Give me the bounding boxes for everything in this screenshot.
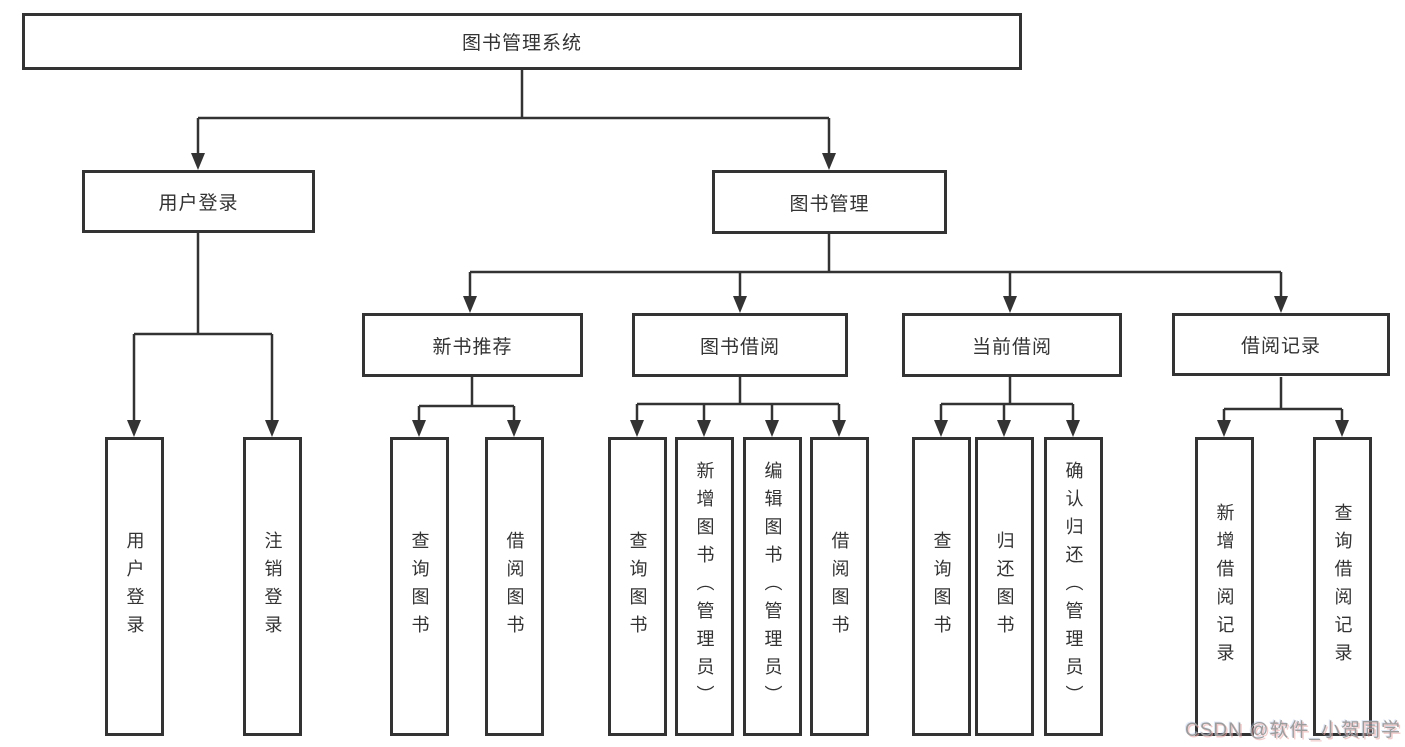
- node-book-borrowing: 图书借阅: [632, 313, 848, 377]
- node-book-management-label: 图书管理: [789, 193, 870, 215]
- node-new-book-recommend-label: 新书推荐: [432, 336, 513, 358]
- node-root-label: 图书管理系统: [461, 33, 582, 54]
- leaf-logout-label: 注销登录: [262, 530, 283, 643]
- node-book-management: 图书管理: [712, 170, 947, 234]
- node-book-borrowing-label: 图书借阅: [699, 336, 780, 358]
- leaf-cb-return-book-label: 归还图书: [994, 530, 1015, 643]
- leaf-bb-query-book-label: 查询图书: [627, 530, 648, 643]
- leaf-bb-edit-book-admin-label: 编辑图书（管理员）: [762, 460, 783, 713]
- tree-edges: [132, 69, 1344, 425]
- leaf-rec-query-book: 查询图书: [390, 437, 449, 736]
- node-current-borrowing: 当前借阅: [902, 313, 1122, 377]
- node-current-borrowing-label: 当前借阅: [971, 336, 1052, 358]
- leaf-bb-borrow-book-label: 借阅图书: [829, 530, 850, 643]
- csdn-watermark: CSDN @软件_小贺同学: [1185, 720, 1401, 741]
- leaf-bb-add-book-admin: 新增图书（管理员）: [675, 437, 734, 736]
- node-borrowing-records: 借阅记录: [1172, 313, 1390, 376]
- leaf-rec-borrow-book: 借阅图书: [485, 437, 544, 736]
- leaf-cb-confirm-return-admin-label: 确认归还（管理员）: [1063, 460, 1084, 713]
- leaf-cb-return-book: 归还图书: [975, 437, 1034, 736]
- leaf-br-add-record: 新增借阅记录: [1195, 437, 1254, 736]
- leaf-cb-query-book-label: 查询图书: [931, 530, 952, 643]
- leaf-bb-query-book: 查询图书: [608, 437, 667, 736]
- leaf-br-add-record-label: 新增借阅记录: [1214, 502, 1235, 671]
- leaf-user-login: 用户登录: [105, 437, 164, 736]
- leaf-logout: 注销登录: [243, 437, 302, 736]
- leaf-cb-query-book: 查询图书: [912, 437, 971, 736]
- leaf-user-login-label: 用户登录: [124, 530, 145, 643]
- leaf-br-query-record: 查询借阅记录: [1313, 437, 1372, 736]
- leaf-bb-edit-book-admin: 编辑图书（管理员）: [743, 437, 802, 736]
- leaf-bb-borrow-book: 借阅图书: [810, 437, 869, 736]
- leaf-br-query-record-label: 查询借阅记录: [1332, 502, 1353, 671]
- leaf-bb-add-book-admin-label: 新增图书（管理员）: [694, 460, 715, 713]
- node-borrowing-records-label: 借阅记录: [1240, 336, 1321, 357]
- node-user-login-label: 用户登录: [158, 193, 239, 214]
- node-root: 图书管理系统: [22, 13, 1022, 70]
- node-new-book-recommend: 新书推荐: [362, 313, 583, 377]
- leaf-rec-borrow-book-label: 借阅图书: [504, 530, 525, 643]
- node-user-login: 用户登录: [82, 170, 315, 233]
- leaf-rec-query-book-label: 查询图书: [409, 530, 430, 643]
- leaf-cb-confirm-return-admin: 确认归还（管理员）: [1044, 437, 1103, 736]
- arrowhead-icons: [127, 153, 1349, 437]
